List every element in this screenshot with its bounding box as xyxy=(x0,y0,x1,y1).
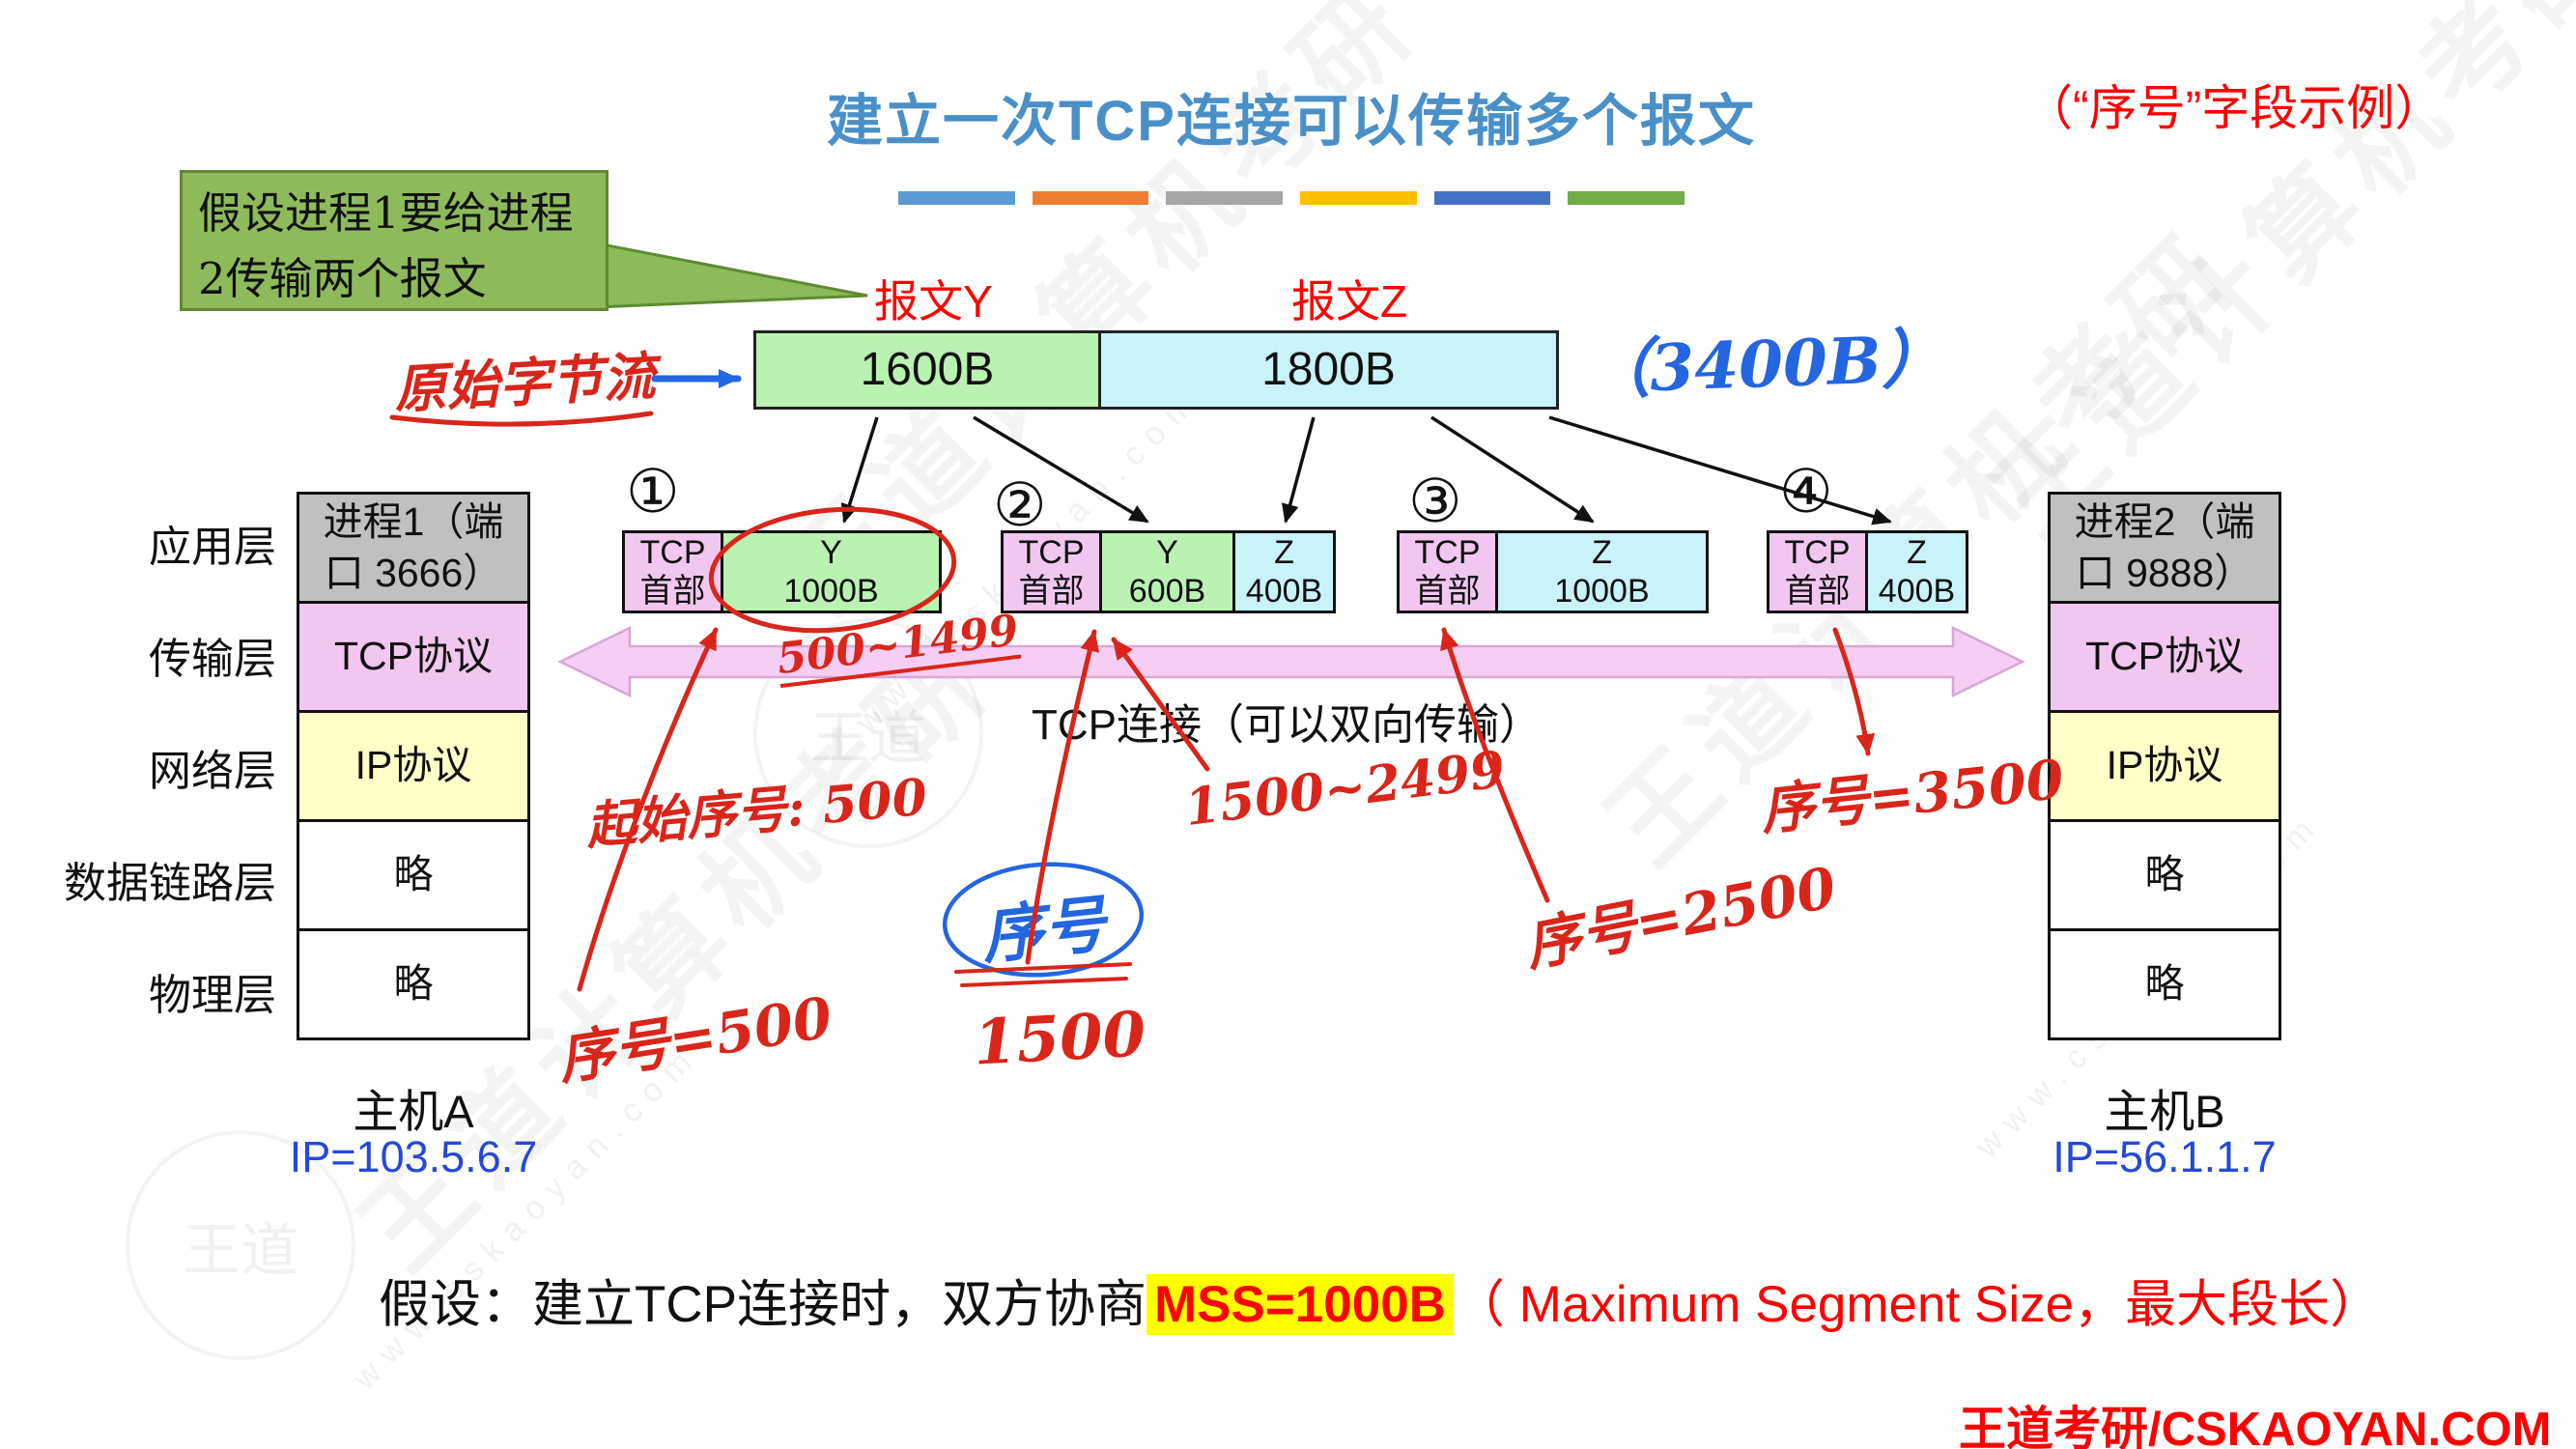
segment-3-tcp-header: TCP 首部 xyxy=(1397,530,1498,613)
segment-1-data-y: Y 1000B xyxy=(721,530,942,613)
layer-label-datalink: 数据链路层 xyxy=(64,860,276,907)
segment-part-line: 400B xyxy=(1245,573,1323,610)
tcp-segment-4: TCP 首部 Z 400B xyxy=(1767,530,1968,613)
assumption-callout-text: 假设进程1要给进程2传输两个报文 xyxy=(198,187,574,304)
segment-part-line: 首部 xyxy=(1784,573,1851,610)
segment-part-line: TCP xyxy=(1784,533,1851,571)
host-a-physical-cell: 略 xyxy=(297,928,530,1040)
segment-part-line: 首部 xyxy=(1414,573,1481,610)
segment-part-line: Z xyxy=(1274,533,1294,571)
footnote-prefix: 假设：建立TCP连接时，双方协商 xyxy=(379,1276,1146,1333)
divider-bar xyxy=(1433,191,1551,205)
assumption-callout: 假设进程1要给进程2传输两个报文 xyxy=(180,170,609,311)
host-b-process-cell: 进程2（端口 9888） xyxy=(2048,492,2281,604)
segment-3-number: ③ xyxy=(1408,466,1462,536)
tcp-segment-3: TCP 首部 Z 1000B xyxy=(1397,530,1709,613)
segment-part-line: Z xyxy=(1592,533,1612,571)
tcp-segment-1: TCP 首部 Y 1000B xyxy=(622,530,942,613)
segment-part-line: 首部 xyxy=(1018,573,1085,610)
byte-stream-block-1800B: 1800B xyxy=(1098,330,1559,410)
byte-stream-label: 原始字节流 xyxy=(392,344,657,421)
segment-2-tcp-header: TCP 首部 xyxy=(1001,530,1102,613)
segment-part-line: 1000B xyxy=(783,573,879,610)
footnote-suffix: （ Maximum Segment Size，最大段长） xyxy=(1453,1276,2382,1333)
host-a-protocol-stack: 进程1（端口 3666） TCP协议 IP协议 略 略 xyxy=(297,492,530,1040)
segment-2-data-z: Z 400B xyxy=(1232,530,1336,613)
mss-highlight: MSS=1000B xyxy=(1146,1274,1454,1335)
byte-stream-block-1600B: 1600B xyxy=(753,330,1101,410)
segment-part-line: TCP xyxy=(639,533,706,571)
segment-part-line: 1000B xyxy=(1554,573,1650,610)
total-bytes-annotation: （3400B） xyxy=(1584,320,1946,409)
segment-part-line: Y xyxy=(820,533,842,571)
message-z-label: 报文Z xyxy=(1291,276,1408,327)
segment-3-data-z: Z 1000B xyxy=(1495,530,1709,613)
segment-1-number: ① xyxy=(626,456,680,526)
host-b-ip-cell: IP协议 xyxy=(2048,710,2281,822)
segment-4-number: ④ xyxy=(1779,456,1833,526)
divider-bar xyxy=(1166,191,1284,205)
segment-part-line: Z xyxy=(1907,533,1927,571)
layer-label-transport: 传输层 xyxy=(149,636,276,683)
divider-bar xyxy=(1568,191,1685,205)
segment-part-line: 600B xyxy=(1128,573,1206,610)
divider-bar xyxy=(898,191,1015,205)
host-a-datalink-cell: 略 xyxy=(297,819,530,931)
segment-part-line: TCP xyxy=(1018,533,1085,571)
corner-note: （“序号”字段示例） xyxy=(2024,81,2444,135)
host-b-physical-cell: 略 xyxy=(2048,928,2281,1040)
segment-part-line: 400B xyxy=(1878,573,1956,610)
host-a-name: 主机A xyxy=(353,1086,474,1137)
host-b-tcp-cell: TCP协议 xyxy=(2048,601,2281,713)
host-b-name: 主机B xyxy=(2104,1086,2225,1137)
layer-label-network: 网络层 xyxy=(149,748,276,795)
annotation-seq-1500: 1500 xyxy=(972,998,1147,1080)
message-y-label: 报文Y xyxy=(874,276,993,327)
segment-2-data-y: Y 600B xyxy=(1099,530,1235,613)
slide-title: 建立一次TCP连接可以传输多个报文 xyxy=(826,90,1756,153)
segment-part-line: Y xyxy=(1156,533,1178,571)
host-a-process-cell: 进程1（端口 3666） xyxy=(297,492,530,604)
tcp-segment-2: TCP 首部 Y 600B Z 400B xyxy=(1001,530,1336,613)
host-b-ip: IP=56.1.1.7 xyxy=(2052,1132,2277,1181)
divider-bar xyxy=(1032,191,1149,205)
host-b-protocol-stack: 进程2（端口 9888） TCP协议 IP协议 略 略 xyxy=(2048,492,2281,1040)
annotation-seq-word: 序号 xyxy=(978,888,1110,974)
layer-label-application: 应用层 xyxy=(149,524,276,571)
brand-logo-text: 王道考研/CSKAOYAN.COM xyxy=(1959,1404,2552,1449)
host-a-ip: IP=103.5.6.7 xyxy=(289,1132,538,1181)
segment-part-line: 首部 xyxy=(639,573,706,610)
host-a-ip-cell: IP协议 xyxy=(297,710,530,822)
layer-label-physical: 物理层 xyxy=(149,972,276,1019)
divider-bar xyxy=(1300,191,1417,205)
tcp-connection-label: TCP连接（可以双向传输） xyxy=(1032,701,1542,749)
watermark-seal: 王道 xyxy=(126,1130,355,1360)
segment-1-tcp-header: TCP 首部 xyxy=(622,530,723,613)
segment-part-line: TCP xyxy=(1414,533,1481,571)
host-a-tcp-cell: TCP协议 xyxy=(297,601,530,713)
title-divider xyxy=(898,191,1685,205)
callout-tail xyxy=(595,242,868,309)
segment-4-tcp-header: TCP 首部 xyxy=(1767,530,1868,613)
host-b-datalink-cell: 略 xyxy=(2048,819,2281,931)
segment-4-data-z: Z 400B xyxy=(1865,530,1968,613)
watermark-seal: 王道 xyxy=(753,618,983,848)
